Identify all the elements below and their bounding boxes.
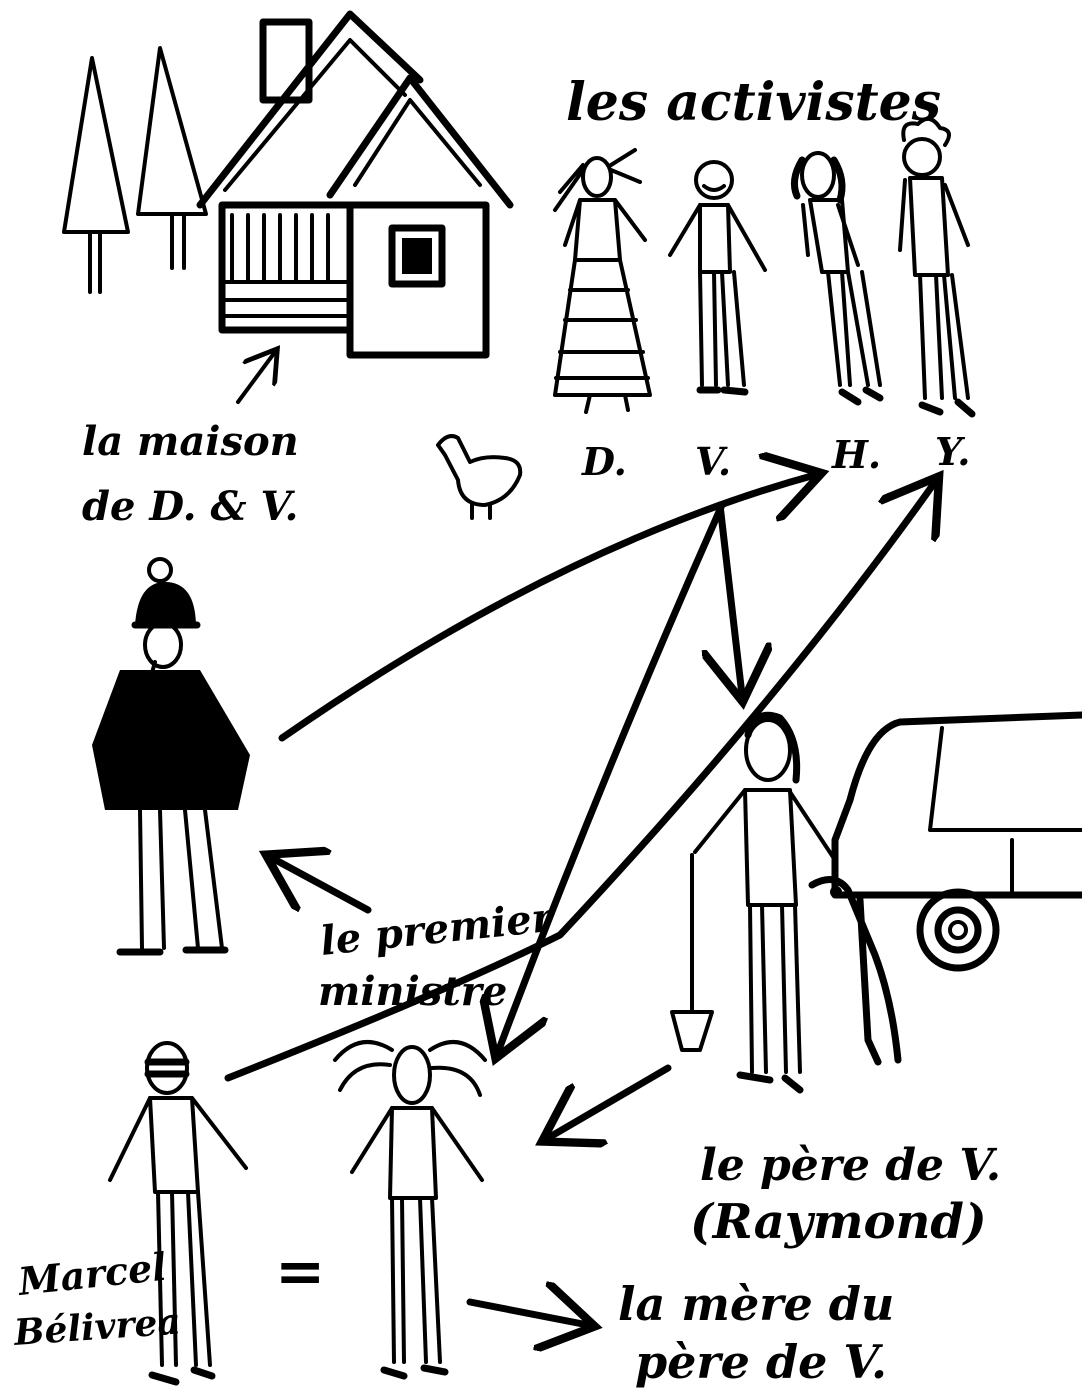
arrow-father-to-grandmother bbox=[548, 1064, 672, 1138]
initial-v-label: V. bbox=[695, 439, 731, 484]
equals-sign: = bbox=[275, 1237, 325, 1307]
arrow-label-to-pm bbox=[272, 858, 372, 914]
pine-tree-icon bbox=[136, 46, 208, 270]
initial-y-label: Y. bbox=[935, 429, 970, 474]
pm-label-line2: ministre bbox=[318, 968, 507, 1015]
marcel-label-line1: Marcel bbox=[14, 1244, 168, 1304]
shovel-icon bbox=[670, 853, 714, 1052]
house-label-line1: la maison bbox=[82, 418, 299, 465]
arrow-pm-to-h bbox=[278, 475, 815, 742]
arrow-grandmother-to-label bbox=[466, 1302, 588, 1325]
grandmother-figure bbox=[333, 1040, 487, 1380]
marcel-label-line2: Bélivrea bbox=[12, 1300, 182, 1354]
father-label-line1: le père de V. bbox=[700, 1140, 1001, 1191]
car-icon bbox=[831, 711, 1082, 972]
chicken-icon bbox=[436, 434, 523, 520]
marcel-belivreau-figure bbox=[108, 1041, 248, 1386]
house-icon bbox=[196, 10, 514, 359]
arrow-v-to-grandmother bbox=[498, 501, 726, 1052]
initial-d-label: D. bbox=[581, 439, 627, 484]
activist-d-figure bbox=[553, 148, 652, 414]
grandmother-label-line2: père de V. bbox=[635, 1335, 887, 1389]
activist-h-figure bbox=[790, 151, 884, 406]
relationship-arrows bbox=[224, 475, 935, 1325]
father-raymond-figure bbox=[693, 711, 837, 1094]
arrow-v-to-father bbox=[720, 501, 742, 695]
prime-minister-figure bbox=[92, 557, 250, 956]
activists-title: les activistes bbox=[566, 72, 941, 133]
house-pointer-arrow bbox=[236, 352, 275, 404]
initial-h-label: H. bbox=[831, 432, 881, 477]
father-label-line2: (Raymond) bbox=[690, 1194, 987, 1250]
pine-tree-icon bbox=[62, 56, 130, 294]
grandmother-label-line1: la mère du bbox=[618, 1277, 894, 1331]
activist-y-figure bbox=[898, 116, 976, 418]
activist-v-figure bbox=[668, 160, 767, 396]
house-label-line2: de D. & V. bbox=[82, 483, 298, 530]
arrow-marcel-to-y bbox=[224, 482, 935, 1082]
dog-icon bbox=[808, 876, 902, 1066]
